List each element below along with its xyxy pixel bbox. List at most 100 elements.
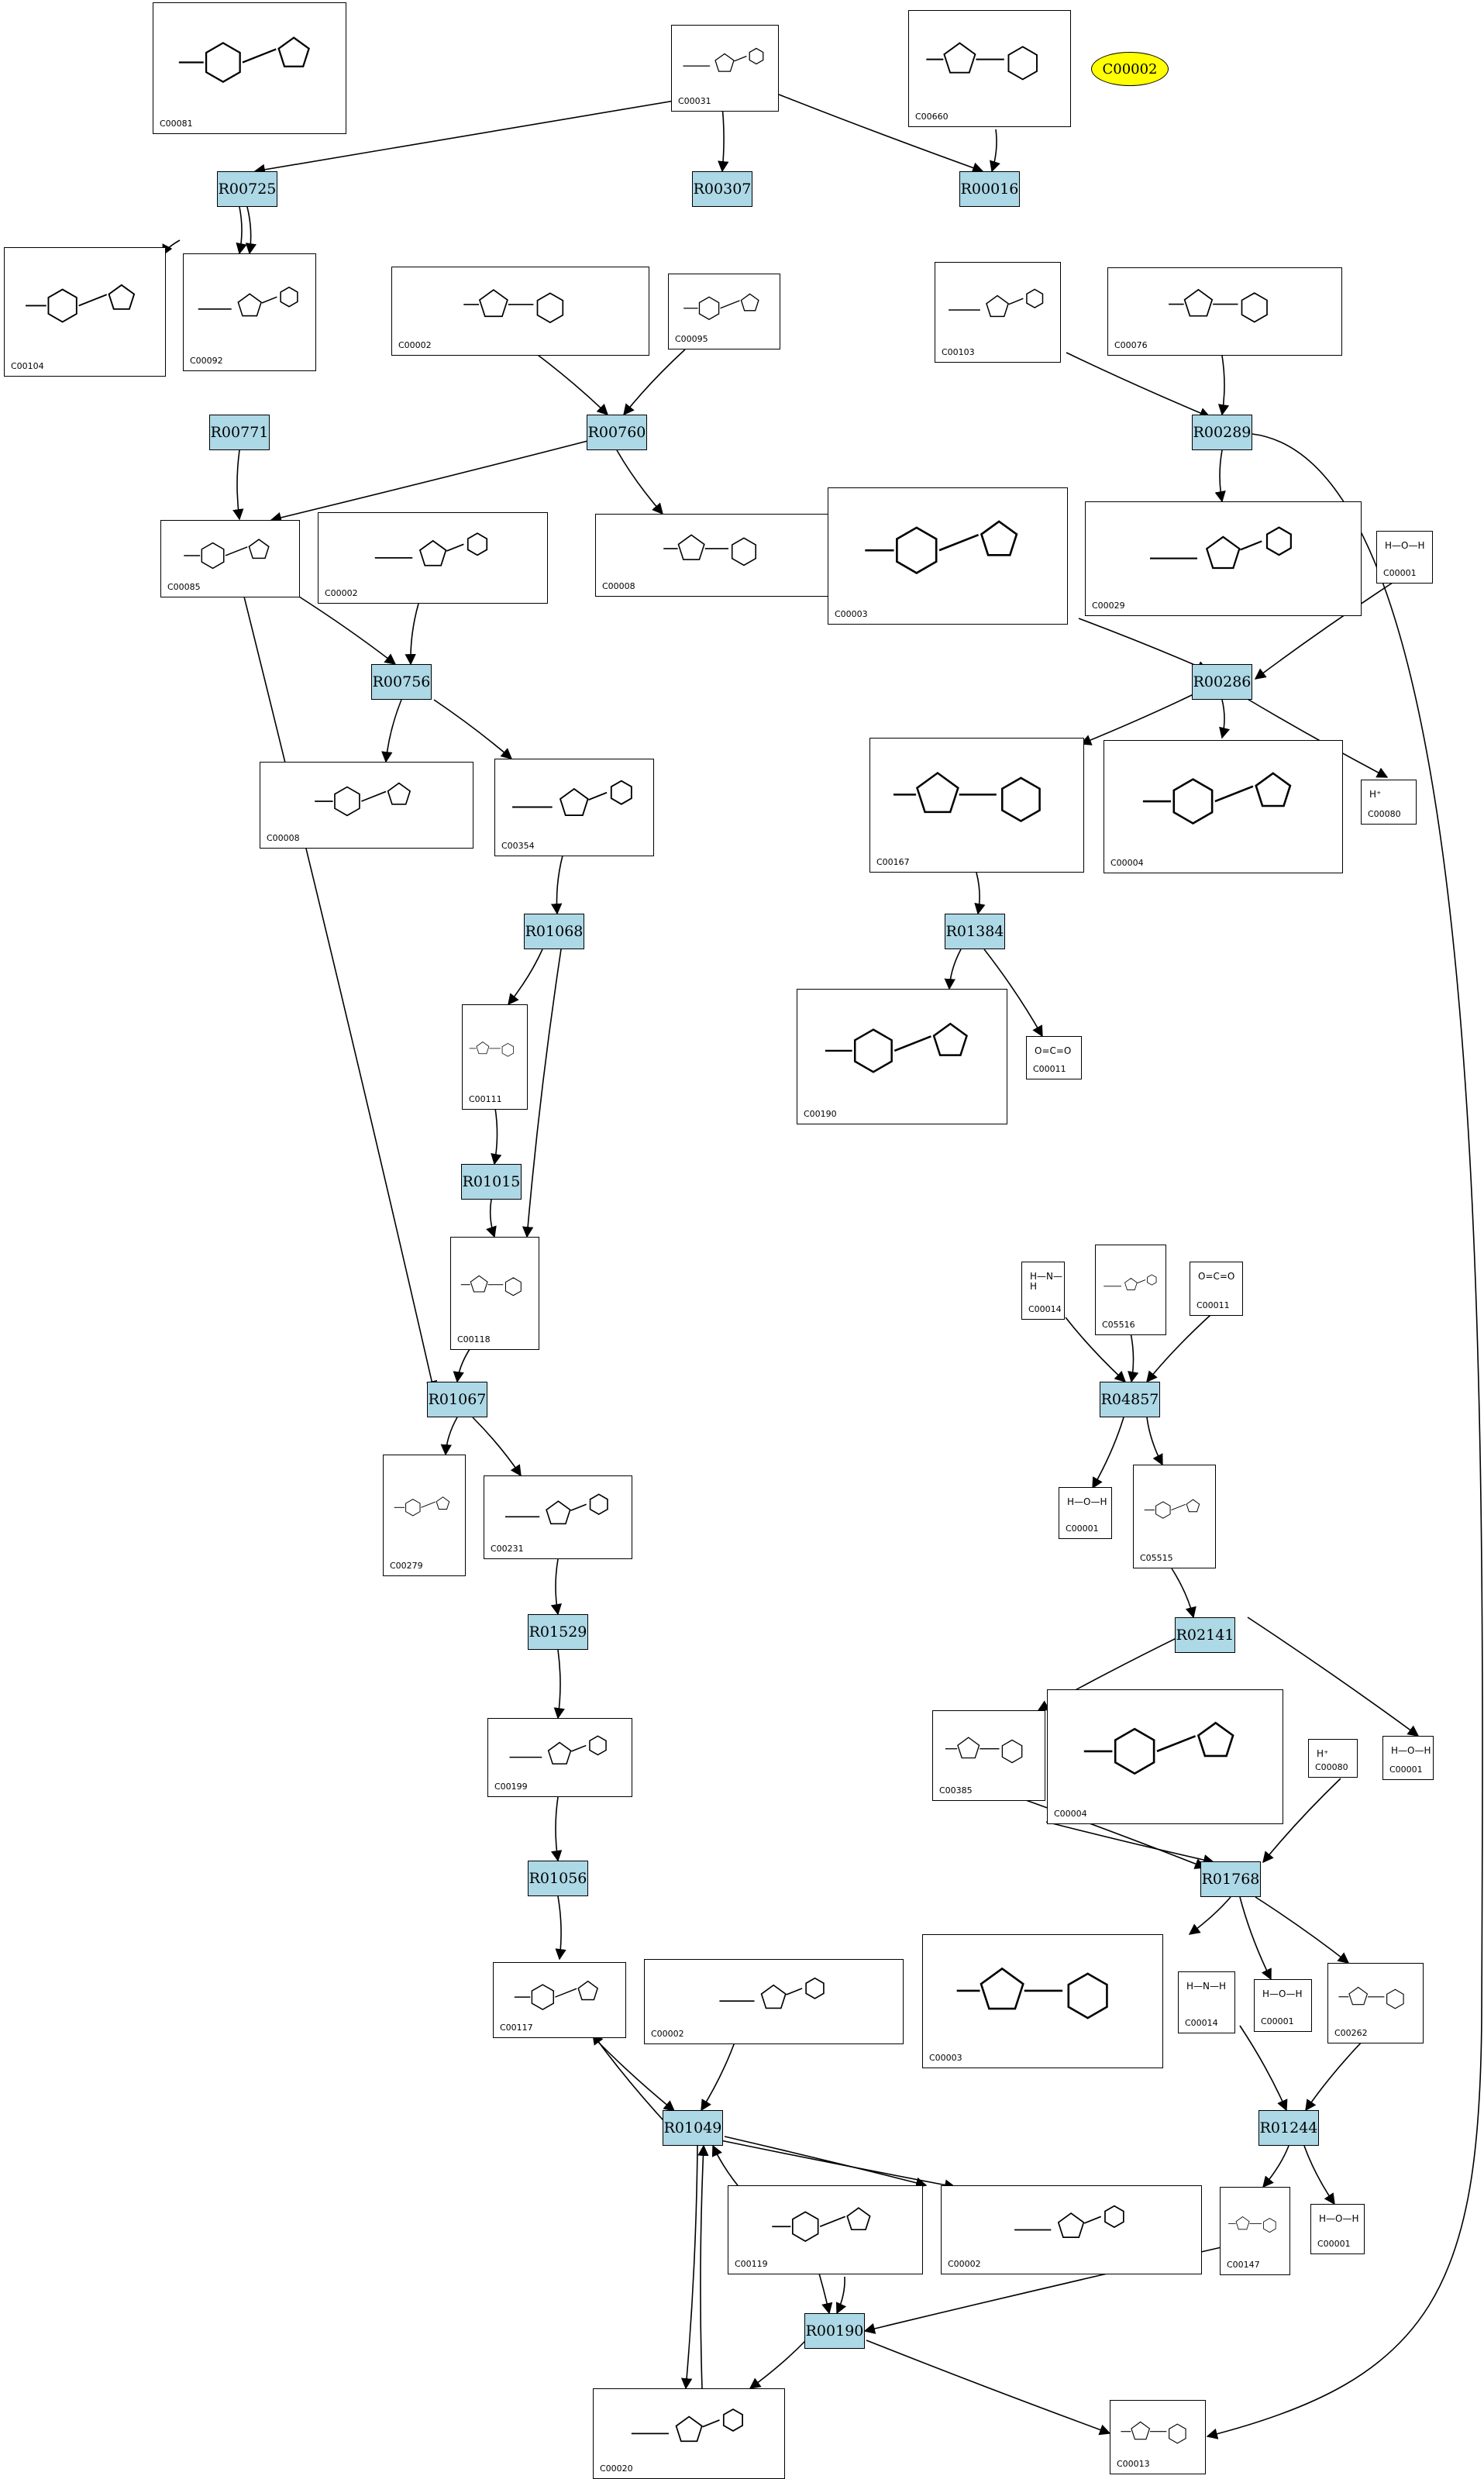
edge-arrow <box>1078 618 1209 672</box>
compound-node-c00029[interactable]: C00029 <box>1085 501 1362 616</box>
molecule-formula: H—O—H <box>1391 1745 1431 1756</box>
compound-node-c00002[interactable]: C00002 <box>318 512 548 604</box>
reaction-node-r01056[interactable]: R01056 <box>528 1861 588 1896</box>
reaction-node-r00307[interactable]: R00307 <box>692 171 752 207</box>
compound-node-c00008[interactable]: C00008 <box>260 762 473 849</box>
compound-node-c05515[interactable]: C05515 <box>1133 1465 1216 1568</box>
compound-id-label: C00003 <box>929 2053 962 2063</box>
compound-node-c00092[interactable]: C00092 <box>183 253 316 371</box>
reaction-node-r01049[interactable]: R01049 <box>663 2110 723 2146</box>
compound-node-c00111[interactable]: C00111 <box>462 1004 528 1110</box>
edge-arrow <box>440 1417 458 1456</box>
compound-id-label: C00279 <box>390 1561 423 1571</box>
reaction-node-r02141[interactable]: R02141 <box>1175 1617 1235 1653</box>
edge-arrow <box>697 2144 709 2389</box>
compound-node-c00085[interactable]: C00085 <box>160 520 300 597</box>
compound-node-c00080[interactable]: H⁺C00080 <box>1361 780 1417 825</box>
compound-id-label: C00118 <box>457 1334 491 1345</box>
reaction-node-r01244[interactable]: R01244 <box>1258 2110 1319 2146</box>
edge-arrow <box>472 1417 522 1477</box>
compound-node-c00190[interactable]: C00190 <box>797 989 1007 1124</box>
compound-id-label: C00167 <box>876 857 910 867</box>
compound-node-c00117[interactable]: C00117 <box>493 1962 626 2038</box>
edge-arrow <box>701 2037 737 2112</box>
compound-node-c00147[interactable]: C00147 <box>1220 2187 1290 2275</box>
compound-node-c00002[interactable]: C00002 <box>941 2185 1202 2274</box>
compound-node-c00008[interactable]: C00008 <box>595 514 838 597</box>
edge-arrow <box>1239 1896 1272 1981</box>
edge-arrow <box>232 549 438 1393</box>
compound-node-c00095[interactable]: C00095 <box>668 274 780 349</box>
edge-arrow <box>245 206 257 255</box>
edge-arrow <box>944 949 962 990</box>
compound-node-c00013[interactable]: C00013 <box>1110 2400 1206 2474</box>
reaction-node-r00756[interactable]: R00756 <box>371 664 432 700</box>
edge-arrow <box>1217 355 1230 416</box>
edge-arrow <box>1045 1821 1215 1866</box>
compound-node-c00199[interactable]: C00199 <box>487 1718 632 1797</box>
reaction-node-r00016[interactable]: R00016 <box>959 171 1020 207</box>
compound-id-label: C00117 <box>500 2023 533 2033</box>
molecule-formula: H—O—H <box>1262 1988 1303 1999</box>
compound-node-c00003[interactable]: C00003 <box>828 487 1068 625</box>
edge-arrow <box>232 449 244 521</box>
structure-drawing <box>455 1242 535 1327</box>
compound-node-c00231[interactable]: C00231 <box>484 1475 632 1559</box>
compound-node-c00004[interactable]: C00004 <box>1104 740 1343 873</box>
compound-node-c00262[interactable]: C00262 <box>1327 1963 1424 2043</box>
reaction-node-r00286[interactable]: R00286 <box>1192 664 1252 700</box>
compound-node-c00385[interactable]: C00385 <box>932 1710 1045 1801</box>
compound-node-c00119[interactable]: C00119 <box>728 2185 923 2274</box>
structure-drawing <box>387 1460 462 1551</box>
structure-drawing <box>1114 746 1332 846</box>
edge-arrow <box>1171 1568 1196 1619</box>
compound-node-c00081[interactable]: C00081 <box>153 2 346 134</box>
compound-node-c00080[interactable]: H⁺C00080 <box>1308 1739 1358 1778</box>
reaction-node-r01529[interactable]: R01529 <box>528 1614 588 1650</box>
edge-arrow <box>1238 693 1389 778</box>
compound-node-c00279[interactable]: C00279 <box>383 1455 466 1576</box>
reaction-node-r00190[interactable]: R00190 <box>804 2313 865 2349</box>
compound-node-c00103[interactable]: C00103 <box>935 262 1061 363</box>
compound-node-c00167[interactable]: C00167 <box>869 738 1084 873</box>
reaction-node-r00760[interactable]: R00760 <box>587 415 647 450</box>
compound-node-c05516[interactable]: C05516 <box>1095 1245 1166 1335</box>
reaction-node-r04857[interactable]: R04857 <box>1100 1382 1160 1417</box>
compound-node-c00020[interactable]: C00020 <box>593 2388 785 2479</box>
edge-arrow <box>508 949 543 1006</box>
edge-arrow <box>1206 433 1483 2439</box>
edge-arrow <box>623 349 686 416</box>
compound-node-c00003[interactable]: C00003 <box>922 1934 1163 2068</box>
reaction-node-r01067[interactable]: R01067 <box>427 1382 487 1417</box>
compound-node-c00002[interactable]: C00002 <box>391 267 649 356</box>
compound-node-c00031[interactable]: C00031 <box>671 25 779 112</box>
reaction-node-r00771[interactable]: R00771 <box>209 415 270 450</box>
reaction-node-r01068[interactable]: R01068 <box>524 914 584 949</box>
compound-node-c00354[interactable]: C00354 <box>494 759 654 856</box>
compound-node-c00660[interactable]: C00660 <box>908 10 1071 127</box>
edge-arrow <box>553 1649 565 1720</box>
edge-arrow <box>1262 1778 1341 1864</box>
compound-id-label: C00002 <box>398 340 432 350</box>
reaction-node-r00289[interactable]: R00289 <box>1192 415 1252 450</box>
reaction-node-r01384[interactable]: R01384 <box>945 914 1005 949</box>
compound-node-c00104[interactable]: C00104 <box>4 247 166 377</box>
highlight-compound-oval[interactable]: C00002 <box>1091 52 1169 86</box>
compound-node-c00004[interactable]: C00004 <box>1047 1689 1283 1824</box>
reaction-node-r00725[interactable]: R00725 <box>217 171 277 207</box>
compound-node-c00076[interactable]: C00076 <box>1107 267 1342 356</box>
reaction-node-r01768[interactable]: R01768 <box>1200 1861 1261 1897</box>
compound-node-c00118[interactable]: C00118 <box>450 1237 539 1350</box>
reaction-node-r01015[interactable]: R01015 <box>461 1164 522 1200</box>
molecule-formula: H⁺ <box>1317 1748 1329 1759</box>
compound-node-c00002[interactable]: C00002 <box>644 1959 904 2044</box>
